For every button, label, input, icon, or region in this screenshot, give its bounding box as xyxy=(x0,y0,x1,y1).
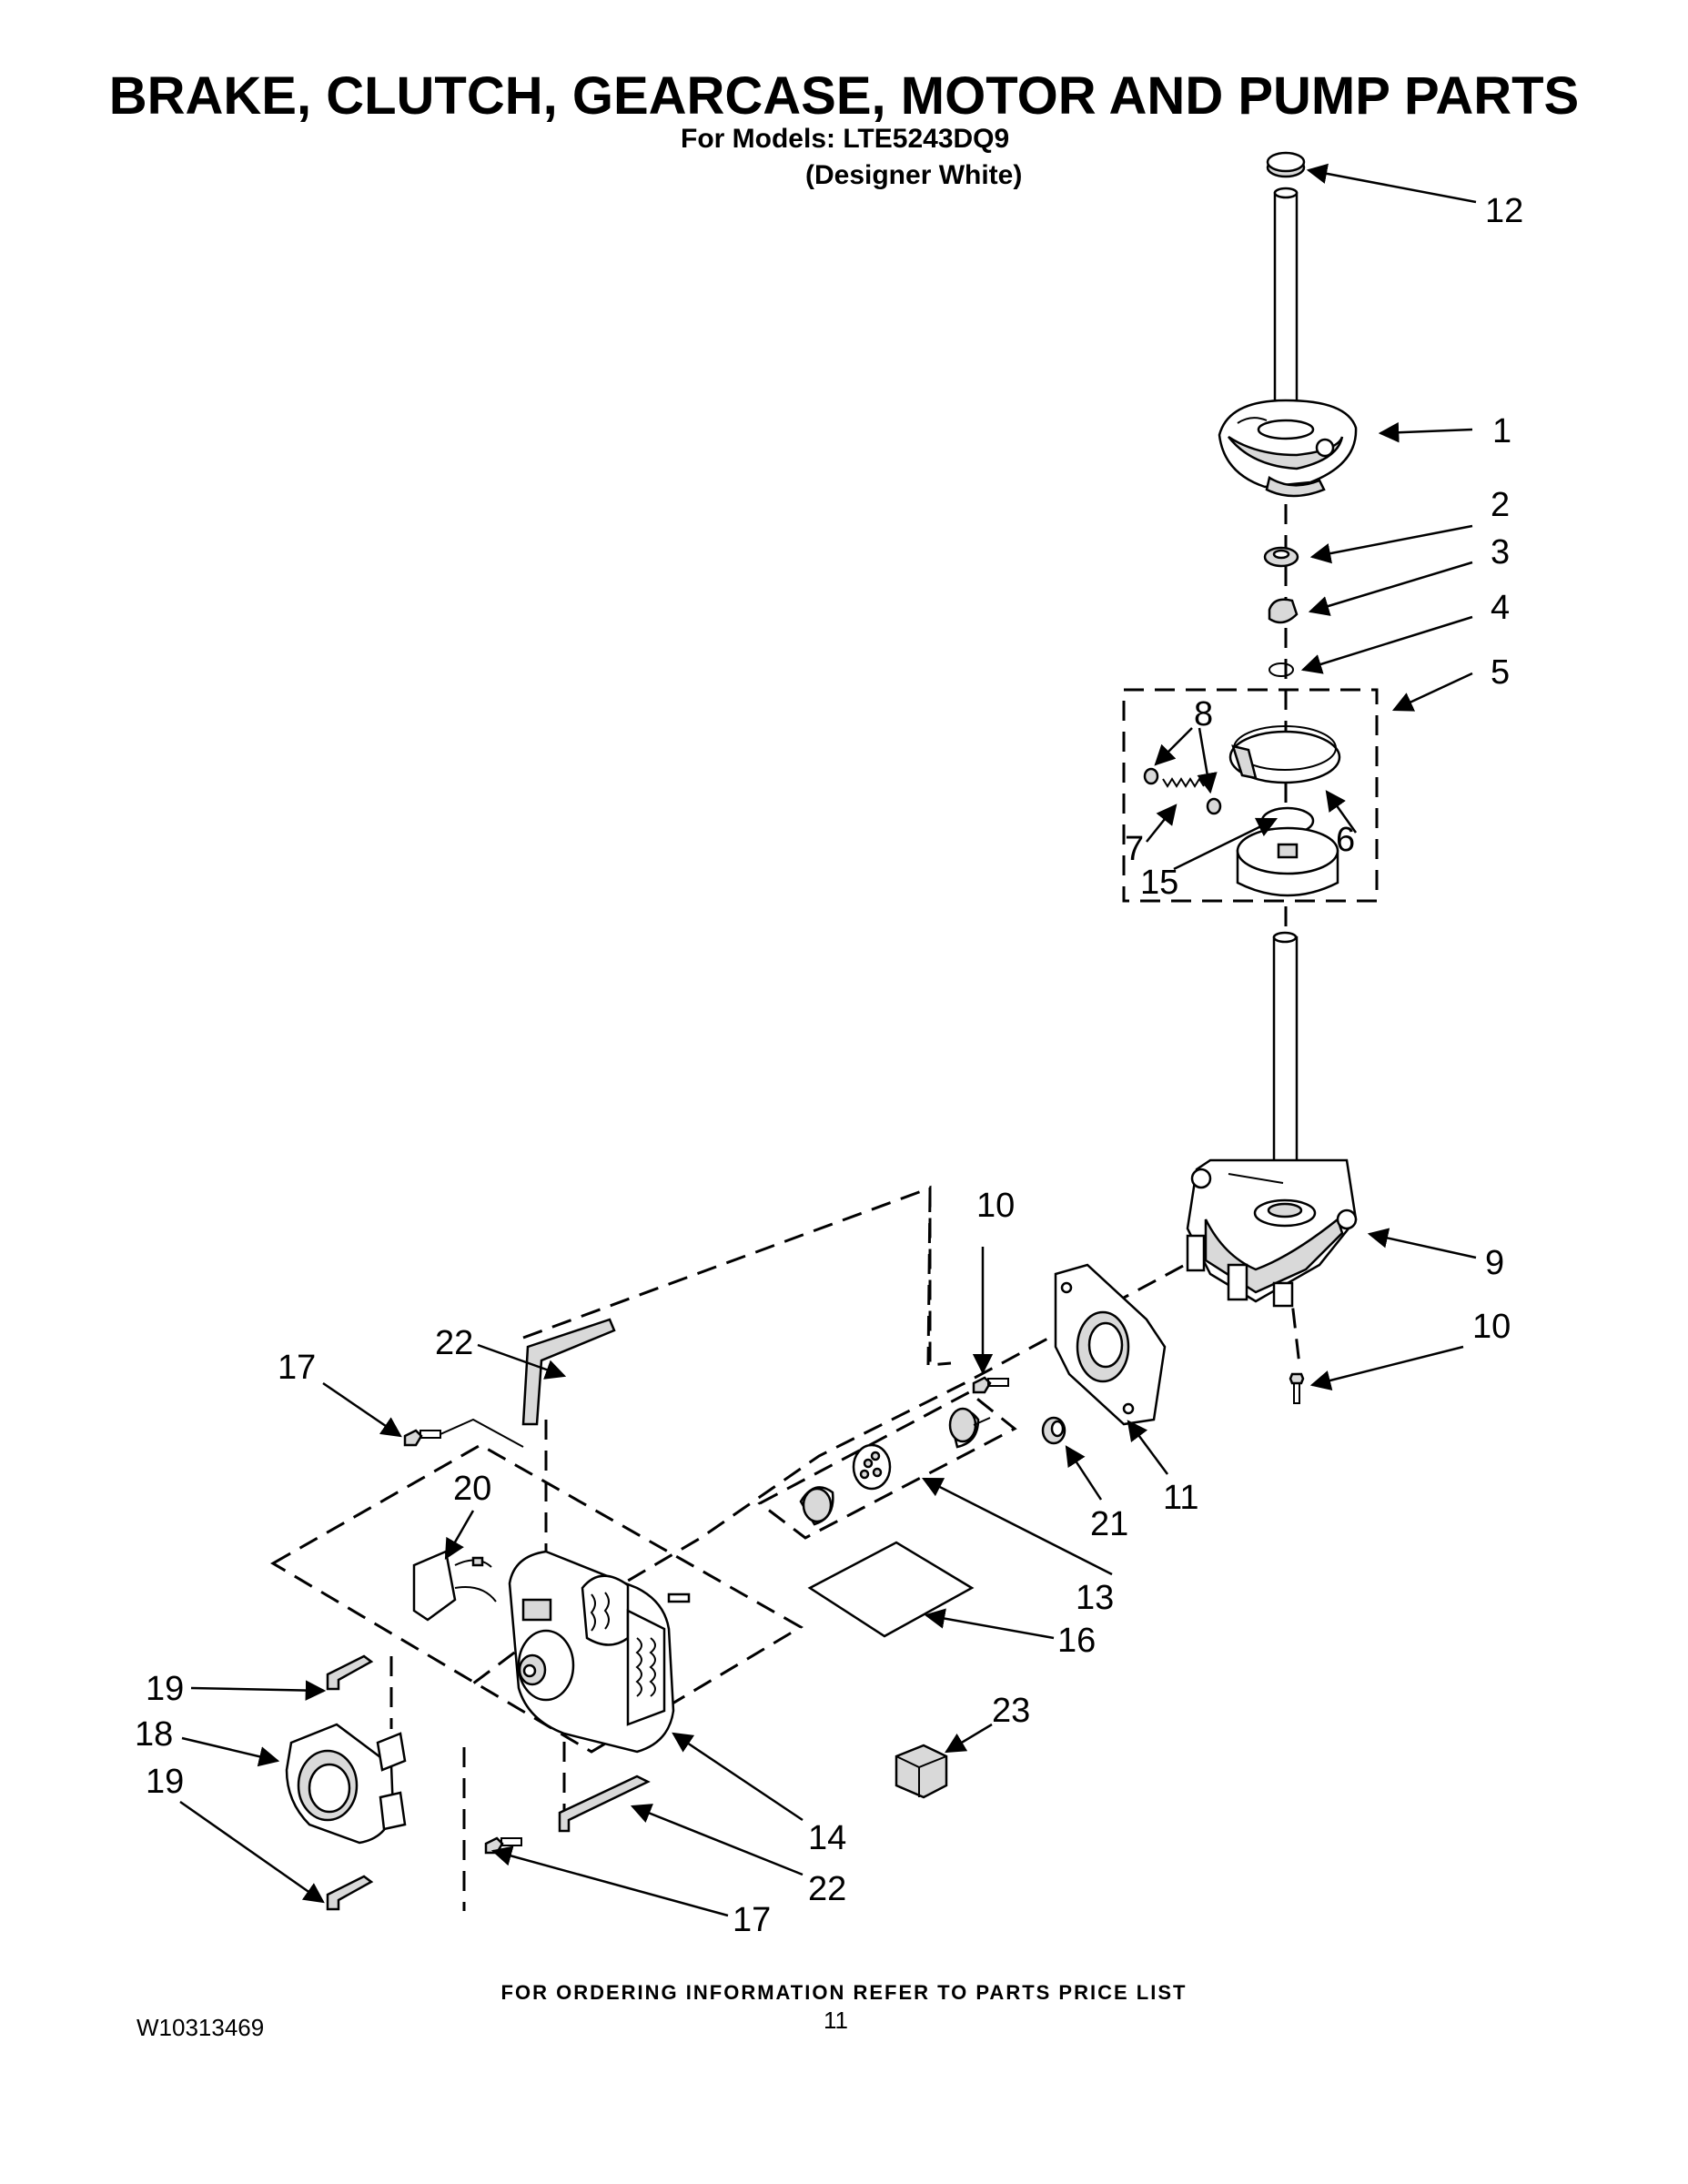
callout-9: 9 xyxy=(1485,1244,1504,1282)
screw-17-bottom xyxy=(484,1836,522,1855)
model-number: For Models: LTE5243DQ9 xyxy=(681,124,1010,154)
callout-13: 13 xyxy=(1076,1579,1114,1617)
retaining-ring-part xyxy=(1269,662,1294,677)
callout-5: 5 xyxy=(1491,653,1510,692)
callout-16: 16 xyxy=(1057,1622,1096,1660)
callout-21: 21 xyxy=(1090,1505,1128,1543)
motor-part xyxy=(508,1550,691,1754)
callout-3: 3 xyxy=(1491,533,1510,571)
spring-pins-part xyxy=(1143,767,1222,815)
clip-19-top xyxy=(326,1654,374,1691)
callout-10-left: 10 xyxy=(976,1187,1015,1225)
motor-mount-part xyxy=(285,1723,407,1845)
clutch-band-part xyxy=(1228,725,1341,784)
screw-17-top xyxy=(403,1418,524,1448)
document-number: W10313469 xyxy=(136,2014,265,2041)
callout-12: 12 xyxy=(1485,192,1523,230)
callout-4: 4 xyxy=(1491,589,1510,627)
callout-20: 20 xyxy=(453,1470,491,1508)
callout-14: 14 xyxy=(808,1819,846,1857)
callout-19-top: 19 xyxy=(146,1670,184,1708)
motor-switch-part xyxy=(412,1550,497,1622)
page-number: 11 xyxy=(824,2007,848,2034)
callout-11: 11 xyxy=(1163,1479,1198,1517)
callout-labels: 12 1 2 3 4 5 8 7 6 15 10 9 10 22 17 20 1… xyxy=(135,192,1523,1939)
gearcase-part xyxy=(1186,931,1358,1308)
clip-part xyxy=(1268,598,1299,624)
pump-impeller-part xyxy=(799,1407,991,1526)
strap-part xyxy=(521,1318,616,1426)
pump-kit-outline xyxy=(757,1390,1017,1540)
motor-kit-outline xyxy=(270,1443,804,1754)
callout-10-right: 10 xyxy=(1472,1308,1511,1346)
clip-19-bottom xyxy=(326,1875,374,1911)
pump-cover-part xyxy=(807,1541,975,1638)
screw-part-left xyxy=(972,1376,1009,1394)
screw-part xyxy=(1289,1372,1305,1404)
callout-22-top: 22 xyxy=(435,1324,473,1362)
callout-1: 1 xyxy=(1492,412,1511,450)
callout-23: 23 xyxy=(992,1692,1030,1730)
callout-19-bottom: 19 xyxy=(146,1763,184,1801)
clutch-hub-part xyxy=(1236,806,1339,897)
seal-part xyxy=(1266,151,1306,178)
callout-22-bottom: 22 xyxy=(808,1870,846,1908)
callout-7: 7 xyxy=(1125,830,1144,868)
callout-6: 6 xyxy=(1336,821,1355,859)
callout-18: 18 xyxy=(135,1715,173,1754)
callout-17-top: 17 xyxy=(278,1349,316,1387)
callout-15: 15 xyxy=(1140,864,1178,902)
model-color: (Designer White) xyxy=(805,160,1023,190)
pump-mount-plate-part xyxy=(1054,1263,1167,1426)
strap-22-bottom xyxy=(558,1774,651,1833)
grommet-part xyxy=(1041,1416,1066,1445)
page-title: BRAKE, CLUTCH, GEARCASE, MOTOR AND PUMP … xyxy=(108,66,1580,126)
leader-lines xyxy=(179,163,1477,1917)
foam-block-part xyxy=(895,1744,948,1799)
clutch-kit-outline xyxy=(1122,688,1379,903)
callout-8: 8 xyxy=(1194,695,1213,733)
callout-17-bottom: 17 xyxy=(733,1901,771,1939)
callout-2: 2 xyxy=(1491,486,1510,524)
washer-part xyxy=(1263,546,1299,568)
brake-assembly-part xyxy=(1218,187,1358,498)
ordering-note: FOR ORDERING INFORMATION REFER TO PARTS … xyxy=(500,1981,1188,2004)
